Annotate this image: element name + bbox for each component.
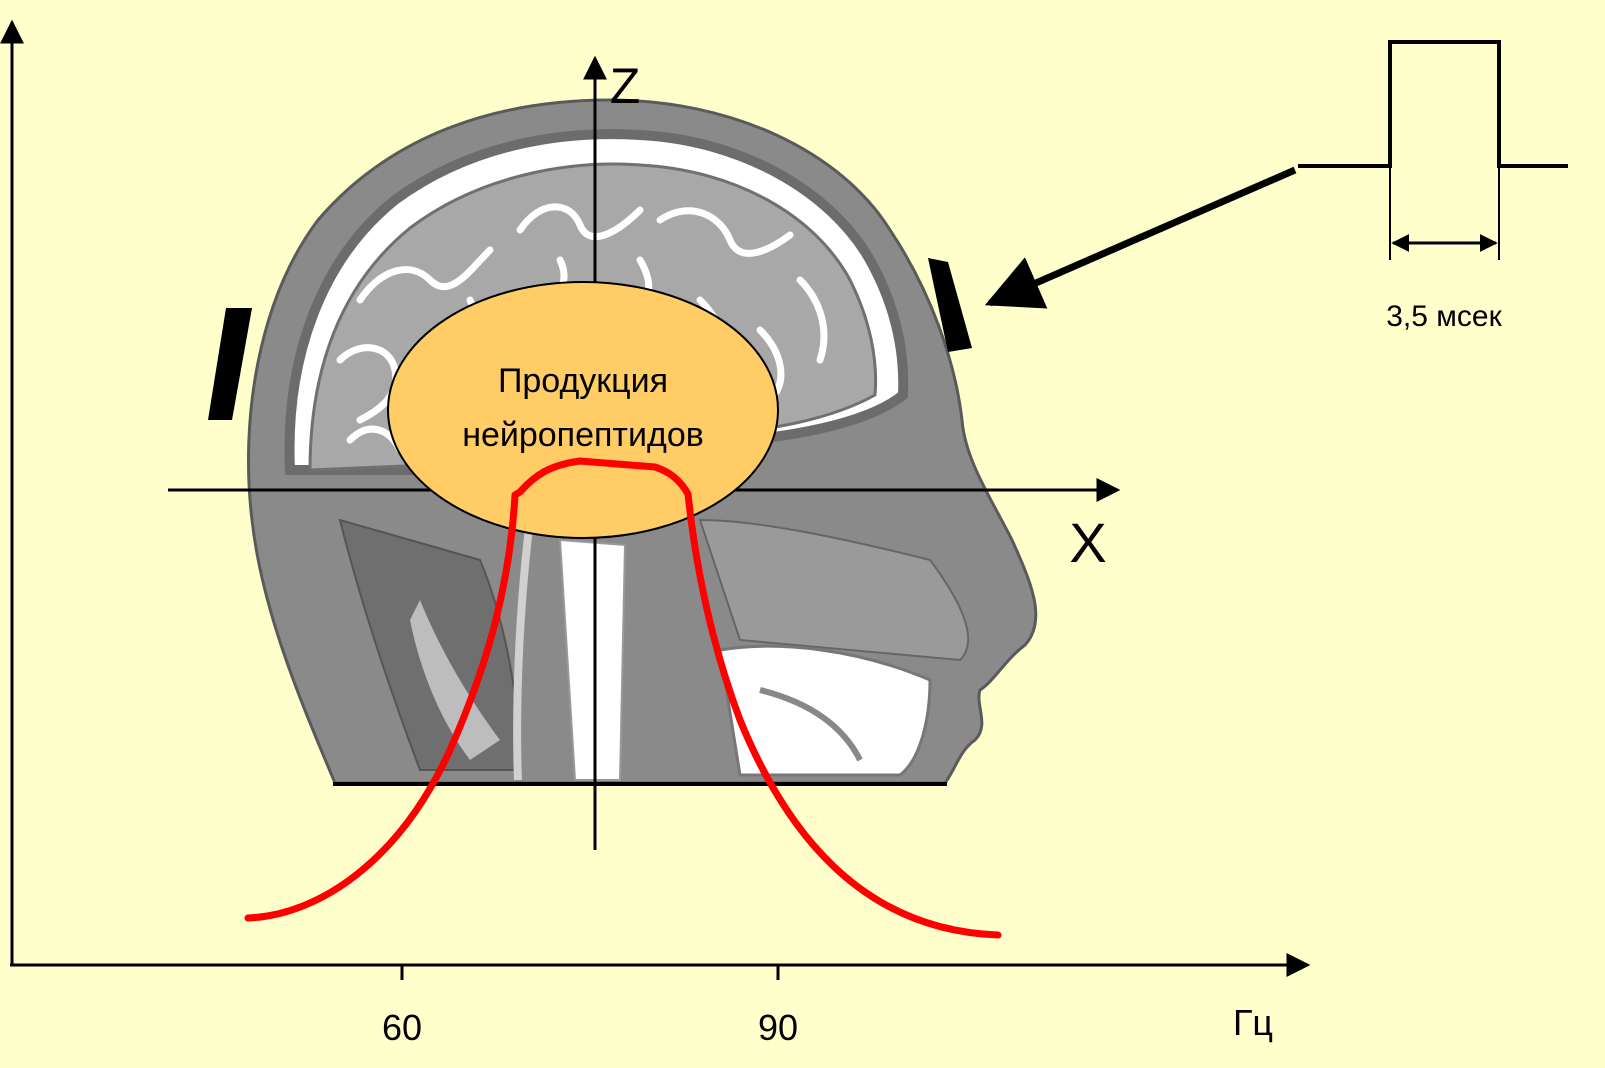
x-axis-label: X [1069,511,1106,574]
tick-90-label: 90 [758,1007,798,1048]
pulse-waveform-icon: 3,5 мсек [1298,42,1568,333]
tick-60-label: 60 [382,1007,422,1048]
ellipse-label-line2: нейропептидов [462,416,704,454]
left-electrode-icon [208,308,252,420]
stimulus-arrow [990,170,1295,303]
neuropeptide-zone: Продукция нейропептидов [388,282,778,538]
pulse-duration-label: 3,5 мсек [1386,300,1502,333]
z-axis-label: Z [610,58,641,114]
ellipse-label-line1: Продукция [498,362,668,400]
frequency-unit-label: Гц [1233,1002,1273,1043]
neuropeptide-ellipse [388,282,778,538]
